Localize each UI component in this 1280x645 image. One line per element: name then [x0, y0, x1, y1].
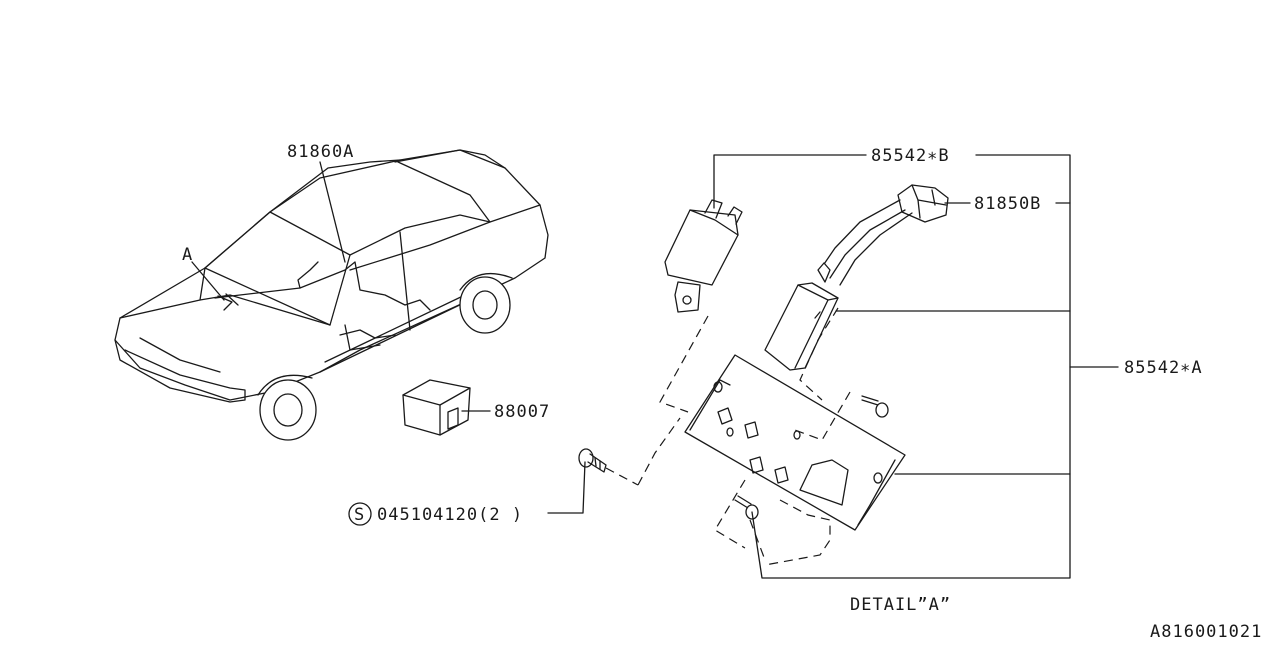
leader-bolt: [547, 461, 586, 514]
diagram-id: A816001021: [1150, 622, 1262, 640]
part-label-88007: 88007: [494, 402, 550, 422]
car-roof: [269, 159, 401, 213]
car-rear-window: [397, 161, 541, 223]
screw-right: [861, 395, 879, 406]
part-label-85542B: 85542∗B: [871, 146, 950, 166]
bracket-line-right: [751, 154, 1071, 579]
detail-ref-label: A: [182, 245, 193, 265]
s-symbol-circle: [348, 502, 372, 526]
car-front-wheel: [259, 379, 317, 441]
relay-85542B: [664, 209, 739, 286]
screw-lower: [734, 495, 752, 509]
part-label-81860A: 81860A: [287, 142, 354, 162]
bolt-symbol: S: [354, 505, 365, 525]
detail-caption: DETAIL”A”: [850, 595, 951, 615]
part-label-bolt: 045104120(2 ): [377, 505, 523, 525]
mounting-plate: [684, 354, 906, 531]
connector-81850B: [897, 184, 949, 223]
car-front-bumper: [114, 339, 246, 403]
part-label-85542A: 85542∗A: [1124, 358, 1203, 378]
leader-81860A: [319, 161, 346, 263]
leader-A: [191, 261, 225, 301]
part-label-81850B: 81850B: [974, 194, 1041, 214]
plate-cutout: [799, 459, 849, 506]
car-wiring: [214, 261, 431, 311]
leader-85542B: [713, 154, 867, 209]
detail-a-assembly: [605, 184, 949, 566]
car-rear-wheel: [459, 276, 511, 334]
bolt-part: [578, 448, 607, 473]
relay-88007: [402, 379, 471, 436]
car-side-window: [349, 214, 491, 271]
car-illustration: [114, 149, 549, 441]
car-windshield: [204, 211, 351, 326]
